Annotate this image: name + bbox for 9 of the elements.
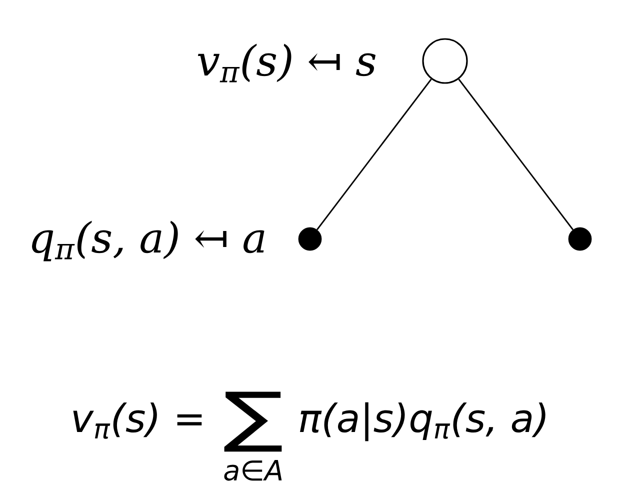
connector-line	[458, 78, 574, 230]
sum-subscript: a∈A	[224, 460, 282, 481]
connector-line	[316, 78, 432, 230]
filled-dot	[568, 227, 592, 251]
sum-symbol: ∑	[224, 392, 282, 452]
equation-text: π(a|s)q$_{π}$(s, a)	[300, 402, 546, 442]
equation-text: v$_{π}$(s) =	[73, 402, 202, 439]
node-label: v$_{π}$(s) ↤ s	[198, 44, 376, 82]
node-label: q$_{π}$(s, a) ↤ a	[32, 220, 264, 262]
